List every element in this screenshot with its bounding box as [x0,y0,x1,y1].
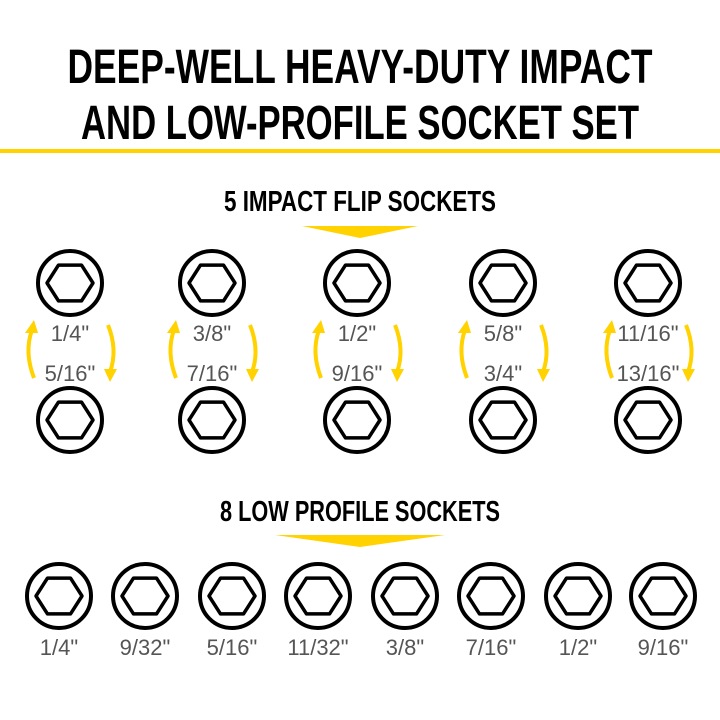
curved-flip-arrows-icon [603,320,695,382]
socket-size-top: 5/8" [484,321,522,346]
socket-size: 9/16" [638,635,689,660]
socket-size: 7/16" [466,635,517,660]
hex-socket-icon [469,386,537,454]
hex-socket-icon [371,562,439,630]
socket-size-top: 11/16" [617,321,678,346]
flip-socket: 1/2" 9/16" [312,249,404,454]
hex-socket-icon [629,562,697,630]
flip-section-heading: 5 IMPACT FLIP SOCKETS [224,186,496,218]
down-triangle-icon [275,535,445,547]
hex-socket-icon [36,249,104,317]
socket-size: 11/32" [287,635,348,660]
flip-socket: 3/8" 7/16" [167,249,259,454]
low-profile-socket: 1/2" [544,562,612,660]
socket-size: 3/8" [386,635,424,660]
flip-sockets: 1/4" 5/16" 3/8" 7/16" 1/2" 9/16" 5/8" 3/4" 11/16… [25,249,695,454]
hex-socket-icon [178,249,246,317]
curved-flip-arrows-icon [458,320,550,382]
socket-size-bottom: 5/16" [45,361,96,386]
socket-size-bottom: 3/4" [484,361,522,386]
low-profile-section-heading: 8 LOW PROFILE SOCKETS [220,496,500,528]
socket-size-bottom: 7/16" [187,361,238,386]
low-profile-socket: 9/16" [629,562,697,660]
hex-socket-icon [614,386,682,454]
flip-socket: 5/8" 3/4" [458,249,550,454]
accent-divider [0,149,720,153]
socket-size: 1/4" [40,635,78,660]
hex-socket-icon [323,249,391,317]
low-profile-socket: 1/4" [25,562,93,660]
low-profile-sockets: 1/4" 9/32" 5/16" 11/32" 3/8" 7/16" 1/2" 9/16" [25,562,697,660]
low-profile-socket: 5/16" [198,562,266,660]
socket-size: 5/16" [207,635,258,660]
socket-size-top: 3/8" [193,321,231,346]
hex-socket-icon [25,562,93,630]
flip-socket: 11/16" 13/16" [603,249,695,454]
hex-socket-icon [198,562,266,630]
low-profile-socket: 3/8" [371,562,439,660]
low-profile-socket: 9/32" [111,562,179,660]
hex-socket-icon [614,249,682,317]
low-profile-socket: 7/16" [457,562,525,660]
hex-socket-icon [469,249,537,317]
title-line-2: AND LOW-PROFILE SOCKET SET [81,97,639,150]
socket-size-bottom: 13/16" [617,361,680,386]
socket-size: 9/32" [120,635,171,660]
hex-socket-icon [457,562,525,630]
title-line-1: DEEP-WELL HEAVY-DUTY IMPACT [68,41,653,94]
hex-socket-icon [323,386,391,454]
low-profile-socket: 11/32" [284,562,352,660]
hex-socket-icon [178,386,246,454]
curved-flip-arrows-icon [25,320,117,382]
curved-flip-arrows-icon [167,320,259,382]
down-triangle-icon [302,226,418,238]
hex-socket-icon [544,562,612,630]
curved-flip-arrows-icon [312,320,404,382]
socket-size: 1/2" [559,635,597,660]
flip-socket: 1/4" 5/16" [25,249,117,454]
hex-socket-icon [284,562,352,630]
hex-socket-icon [36,386,104,454]
hex-socket-icon [111,562,179,630]
socket-size-bottom: 9/16" [332,361,383,386]
socket-size-top: 1/2" [338,321,376,346]
socket-size-top: 1/4" [51,321,89,346]
